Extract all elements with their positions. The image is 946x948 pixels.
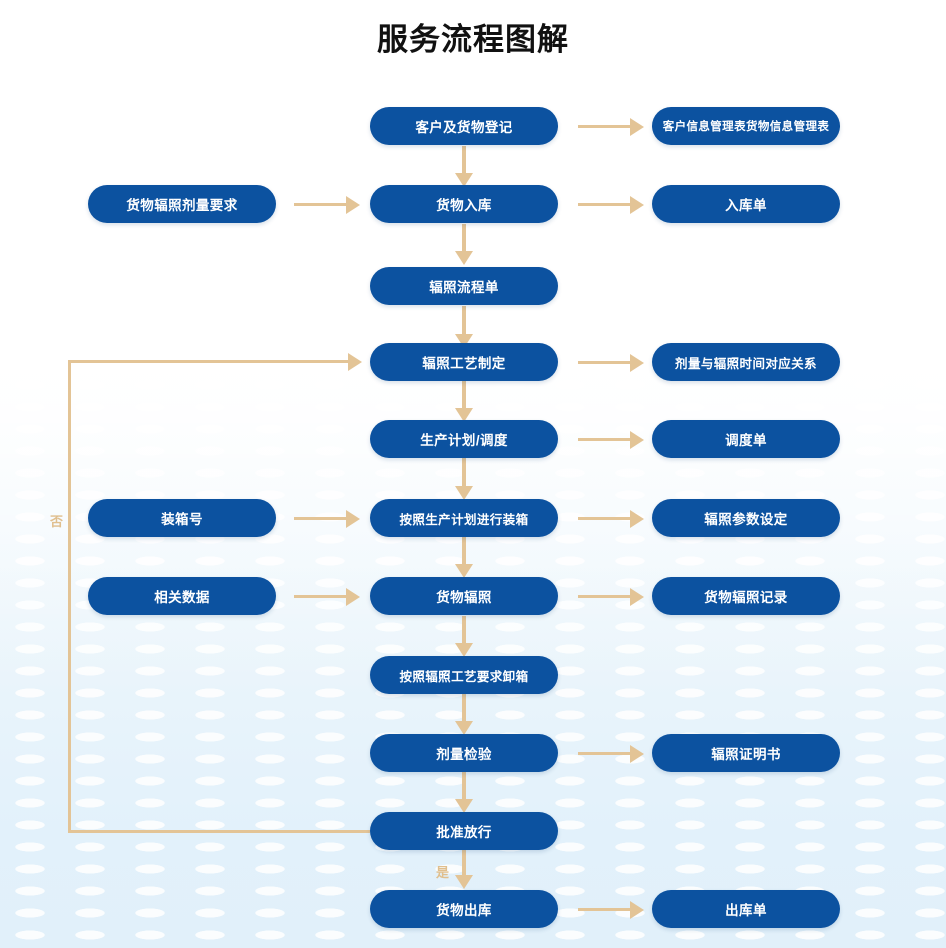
- node-dose-inspection[interactable]: 剂量检验: [370, 734, 558, 772]
- node-customer-goods-info-tables[interactable]: 客户信息管理表货物信息管理表: [652, 107, 840, 145]
- connector-n1-r1-arrow: [630, 117, 644, 136]
- node-irradiation-process-sheet[interactable]: 辐照流程单: [370, 267, 558, 305]
- connector-l7-n7-arrow: [346, 587, 360, 606]
- connector-n6-r6-arrow: [630, 509, 644, 528]
- node-scheduling-order[interactable]: 调度单: [652, 420, 840, 458]
- node-goods-irradiation-record[interactable]: 货物辐照记录: [652, 577, 840, 615]
- connector-n8-n9-arrow: [455, 721, 473, 735]
- node-goods-inbound[interactable]: 货物入库: [370, 185, 558, 223]
- node-related-data[interactable]: 相关数据: [88, 577, 276, 615]
- page-title: 服务流程图解: [377, 22, 569, 57]
- connector-n2-r2-line: [578, 203, 632, 206]
- node-irradiation-certificate[interactable]: 辐照证明书: [652, 734, 840, 772]
- connector-l7-n7-line: [294, 595, 348, 598]
- node-packing-per-production-plan[interactable]: 按照生产计划进行装箱: [370, 499, 558, 537]
- node-customer-goods-registration[interactable]: 客户及货物登记: [370, 107, 558, 145]
- feedback-loop-arrowhead: [348, 352, 362, 371]
- connector-n9-r9-arrow: [630, 744, 644, 763]
- node-unpacking-per-irradiation-process[interactable]: 按照辐照工艺要求卸箱: [370, 656, 558, 694]
- connector-n5-r5-line: [578, 438, 632, 441]
- connector-n5-n6-arrow: [455, 486, 473, 500]
- connector-n2-n3-arrow: [455, 251, 473, 265]
- edge-label-no: 否: [50, 514, 64, 529]
- connector-n7-r7-arrow: [630, 587, 644, 606]
- node-dose-time-correspondence[interactable]: 剂量与辐照时间对应关系: [652, 343, 840, 381]
- connector-n10-n11-line: [462, 850, 466, 876]
- node-packing-number[interactable]: 装箱号: [88, 499, 276, 537]
- node-approval-release[interactable]: 批准放行: [370, 812, 558, 850]
- connector-n11-r11-line: [578, 908, 632, 911]
- node-production-plan-scheduling[interactable]: 生产计划/调度: [370, 420, 558, 458]
- edge-label-yes: 是: [436, 865, 450, 880]
- connector-n6-n7-arrow: [455, 564, 473, 578]
- connector-n5-r5-arrow: [630, 430, 644, 449]
- connector-n2-n3-line: [462, 224, 466, 253]
- connector-n11-r11-arrow: [630, 900, 644, 919]
- node-goods-irradiation-dose-requirement[interactable]: 货物辐照剂量要求: [88, 185, 276, 223]
- connector-n7-r7-line: [578, 595, 632, 598]
- connector-n3-n4-line: [462, 306, 466, 335]
- connector-n10-n11-arrow: [455, 875, 473, 889]
- connector-n4-n5-line: [462, 381, 466, 410]
- connector-n4-r4-line: [578, 361, 632, 364]
- node-irradiation-parameter-settings[interactable]: 辐照参数设定: [652, 499, 840, 537]
- node-goods-outbound[interactable]: 货物出库: [370, 890, 558, 928]
- connector-n8-n9-line: [462, 694, 466, 722]
- connector-l6-n6-line: [294, 517, 348, 520]
- connector-n4-r4-arrow: [630, 353, 644, 372]
- feedback-loop-bottom-segment: [68, 830, 370, 833]
- connector-n9-r9-line: [578, 752, 632, 755]
- node-goods-irradiation[interactable]: 货物辐照: [370, 577, 558, 615]
- connector-n9-n10-line: [462, 772, 466, 800]
- connector-n1-r1-line: [578, 125, 632, 128]
- connector-n6-n7-line: [462, 537, 466, 565]
- connector-n2-r2-arrow: [630, 195, 644, 214]
- feedback-loop-vertical-segment: [68, 360, 71, 833]
- node-irradiation-process-formulation[interactable]: 辐照工艺制定: [370, 343, 558, 381]
- feedback-loop-top-segment: [68, 360, 348, 363]
- connector-n7-n8-arrow: [455, 643, 473, 657]
- connector-n5-n6-line: [462, 458, 466, 488]
- connector-n1-n2-line: [462, 146, 466, 175]
- connector-n9-n10-arrow: [455, 799, 473, 813]
- connector-n6-r6-line: [578, 517, 632, 520]
- connector-n7-n8-line: [462, 616, 466, 644]
- node-inbound-order[interactable]: 入库单: [652, 185, 840, 223]
- connector-l2-n2-arrow: [346, 195, 360, 214]
- node-outbound-order[interactable]: 出库单: [652, 890, 840, 928]
- connector-l6-n6-arrow: [346, 509, 360, 528]
- connector-l2-n2-line: [294, 203, 348, 206]
